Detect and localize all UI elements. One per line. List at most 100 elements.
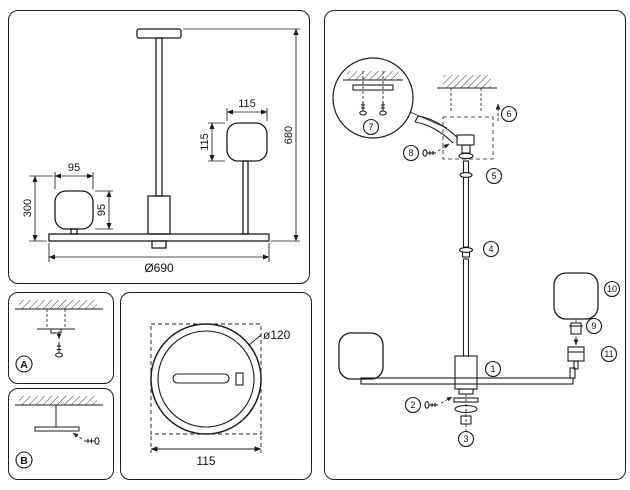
left-shade-neck [70,228,78,235]
dim-115-canopy [150,436,262,453]
right-branch-parts [553,272,599,370]
dim-95-vertical [95,190,113,230]
center-body-cap [458,388,474,395]
detail-a-label: A [20,359,28,371]
dim-diameter-690 [48,243,270,262]
screw-icon [55,342,63,358]
exploded-assembly: 7 6 8 5 4 10 9 [332,57,621,448]
dim-label-left-shade-height: 95 [96,204,108,216]
right-shade [553,272,599,320]
dim-label-canopy-diameter: ø120 [263,328,291,342]
right-shade [226,122,268,162]
ceiling-mount-step-b [15,396,103,445]
dim-95-horizontal [54,172,94,189]
ceiling-hatch [443,75,491,88]
dim-label-total-diameter: Ø690 [144,261,174,275]
dim-300 [29,175,53,242]
panel-exploded-view: 7 6 8 5 4 10 9 [324,10,626,480]
svg-text:1: 1 [490,364,495,374]
screw-icon [424,401,438,409]
callout-5: 5 [485,167,503,185]
left-shade [338,332,384,380]
socket [567,346,585,362]
svg-text:4: 4 [488,244,493,254]
callout-3: 3 [457,430,475,448]
detail-view-circle [332,57,414,139]
svg-text:2: 2 [410,400,415,410]
screw-icon [84,437,100,445]
washer-disc [454,404,478,414]
exploded-drawing: 7 6 8 5 4 10 9 [332,57,621,448]
bracket-outline-dashed [442,116,494,160]
arm-bar [360,377,574,385]
callout-4: 4 [482,240,500,258]
callout-10: 10 [603,280,621,298]
center-body-cap [151,240,167,249]
svg-text:9: 9 [591,321,596,331]
dim-680 [183,28,300,242]
lamp-holder [570,322,582,335]
screw-leader [437,143,450,152]
panel-front-view: 95 95 115 115 300 680 Ø690 [8,10,310,284]
callout-6: 6 [500,105,518,123]
panel-canopy-view: ø120 115 [120,292,312,480]
dim-label-right-shade-height: 115 [199,133,211,151]
svg-text:5: 5 [491,171,496,181]
dim-label-right-shade-width: 115 [238,98,256,110]
canopy-drawing: ø120 115 [150,323,291,468]
center-body [147,195,171,235]
detail-a-drawing: A [15,300,103,373]
mount-plate [352,84,394,91]
callout-11: 11 [600,345,618,363]
bottom-fastener-stack [453,394,479,435]
canopy-outer-ring [150,323,262,435]
detail-b-drawing: B [15,396,103,469]
dim-label-left-shade-width: 95 [68,162,80,174]
socket-nipple [573,360,579,370]
panel-detail-b: B [8,388,114,480]
screw-icon [359,102,367,116]
dim-115-vertical [208,122,225,162]
canopy-inner-ring [157,330,255,428]
right-riser [242,160,249,235]
coupler-ring [458,247,474,253]
diameter-leader-line [248,334,262,346]
svg-text:6: 6 [506,109,511,119]
chandelier-front [48,28,270,249]
detail-a-badge: A [15,355,33,373]
hanging-rod [458,160,474,357]
ceiling-canopy [136,28,182,39]
svg-text:8: 8 [408,148,413,158]
dim-label-canopy-width: 115 [196,454,215,468]
body-and-arms [338,332,576,395]
ceiling-mount-step-a [15,300,103,358]
canopy-bottom-view [150,323,262,453]
dim-label-total-height: 680 [283,126,295,144]
callout-8: 8 [402,144,420,162]
callout-2: 2 [404,396,422,414]
finial-nut [460,415,472,425]
detail-b-badge: B [15,451,33,469]
svg-text:11: 11 [604,349,613,359]
ceiling-section [437,75,497,160]
front-view-drawing: 95 95 115 115 300 680 Ø690 [22,28,300,275]
arm-bar [48,233,270,242]
svg-text:3: 3 [463,434,468,444]
mount-plate [50,328,62,334]
ceiling-hatch [347,71,399,80]
dim-115-horizontal [226,108,268,121]
dimension-lines [29,28,300,262]
dim-label-left-height: 300 [22,199,34,217]
mount-bracket [34,426,80,432]
canopy-clip [235,372,244,386]
canopy-slot [172,373,230,384]
right-riser [569,367,576,379]
rod-ring [459,172,473,178]
curved-arm [414,115,459,144]
ceiling-hatch [19,300,97,309]
svg-text:10: 10 [607,284,617,294]
ceiling-hatch [19,396,97,405]
svg-text:7: 7 [368,122,373,132]
callout-9: 9 [585,317,603,335]
